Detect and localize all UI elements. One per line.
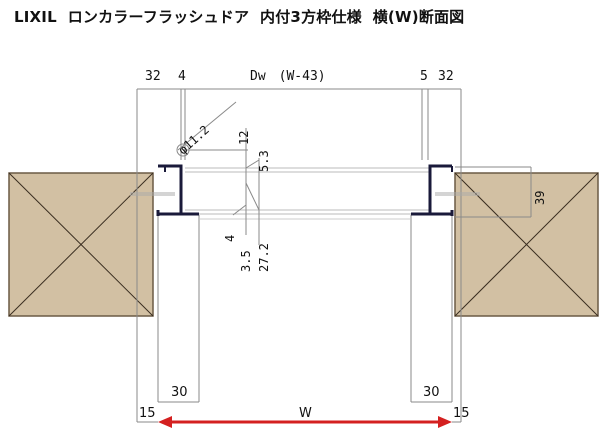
diagram-title: LIXIL ロンカラーフラッシュドア 内付3方枠仕様 横(W)断面図 <box>14 8 465 26</box>
width-arrow <box>158 416 452 428</box>
right-frame-profile <box>411 164 454 216</box>
dim-top-right-5: 5 <box>420 69 428 84</box>
dim-5-3: 5.3 <box>257 150 271 172</box>
dimension-lines <box>136 88 532 423</box>
dim-bottom-right-15: 15 <box>453 406 470 421</box>
dim-12: 12 <box>237 131 251 145</box>
dim-top-center: Dw (W-43) <box>250 69 326 84</box>
dim-bottom-left-15: 15 <box>139 406 156 421</box>
left-frame-profile <box>156 164 199 216</box>
dim-3-5: 3.5 <box>239 250 253 272</box>
dim-27-2: 27.2 <box>257 243 271 272</box>
right-wall-block <box>454 172 599 317</box>
dim-39: 39 <box>533 191 547 205</box>
dim-4: 4 <box>223 235 237 242</box>
anchor-screws <box>130 192 480 196</box>
dim-bottom-left-30: 30 <box>171 385 188 400</box>
dim-bottom-right-30: 30 <box>423 385 440 400</box>
dim-top-left-4: 4 <box>178 69 186 84</box>
left-wall-block <box>8 172 154 317</box>
diameter-circle <box>176 143 190 157</box>
dim-top-right-32: 32 <box>438 69 454 84</box>
dim-width-label: W <box>299 406 312 421</box>
dim-top-left-32: 32 <box>145 69 161 84</box>
